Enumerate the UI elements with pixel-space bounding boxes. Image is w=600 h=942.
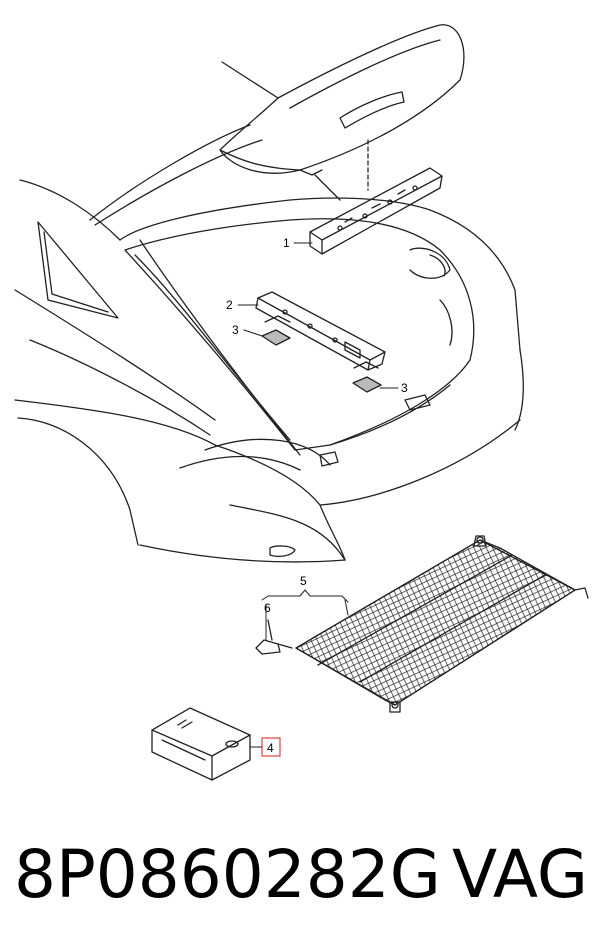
wheel-arch (17, 417, 139, 546)
part-4-kit (151, 707, 251, 781)
brand-label: VAG (452, 836, 589, 913)
part-1-rail (309, 167, 443, 255)
part-2-rail (255, 291, 386, 371)
callout-4-highlight: 4 (250, 737, 281, 757)
car-body (14, 61, 524, 563)
tailgate-handle (339, 91, 405, 129)
callout-3a: 3 (232, 323, 239, 337)
trunk-rim (119, 197, 521, 351)
callout-6: 6 (264, 601, 271, 615)
parts-diagram: 1 2 3 3 5 6 4 (14, 24, 589, 781)
callout-1: 1 (283, 236, 290, 250)
caption: 8P0860282G VAG (0, 820, 600, 930)
part-number: 8P0860282G (14, 836, 441, 913)
leader-lines (237, 242, 399, 641)
callout-5: 5 (300, 574, 307, 588)
part-3-pads (261, 315, 382, 393)
part-6-hook (255, 619, 293, 655)
part-5-cargo-net (295, 535, 589, 713)
exhaust (269, 545, 296, 557)
tailgate (89, 24, 465, 226)
quarter-window (37, 221, 119, 319)
callout-4: 4 (267, 741, 274, 755)
callout-2: 2 (226, 298, 233, 312)
callout-3b: 3 (401, 381, 408, 395)
